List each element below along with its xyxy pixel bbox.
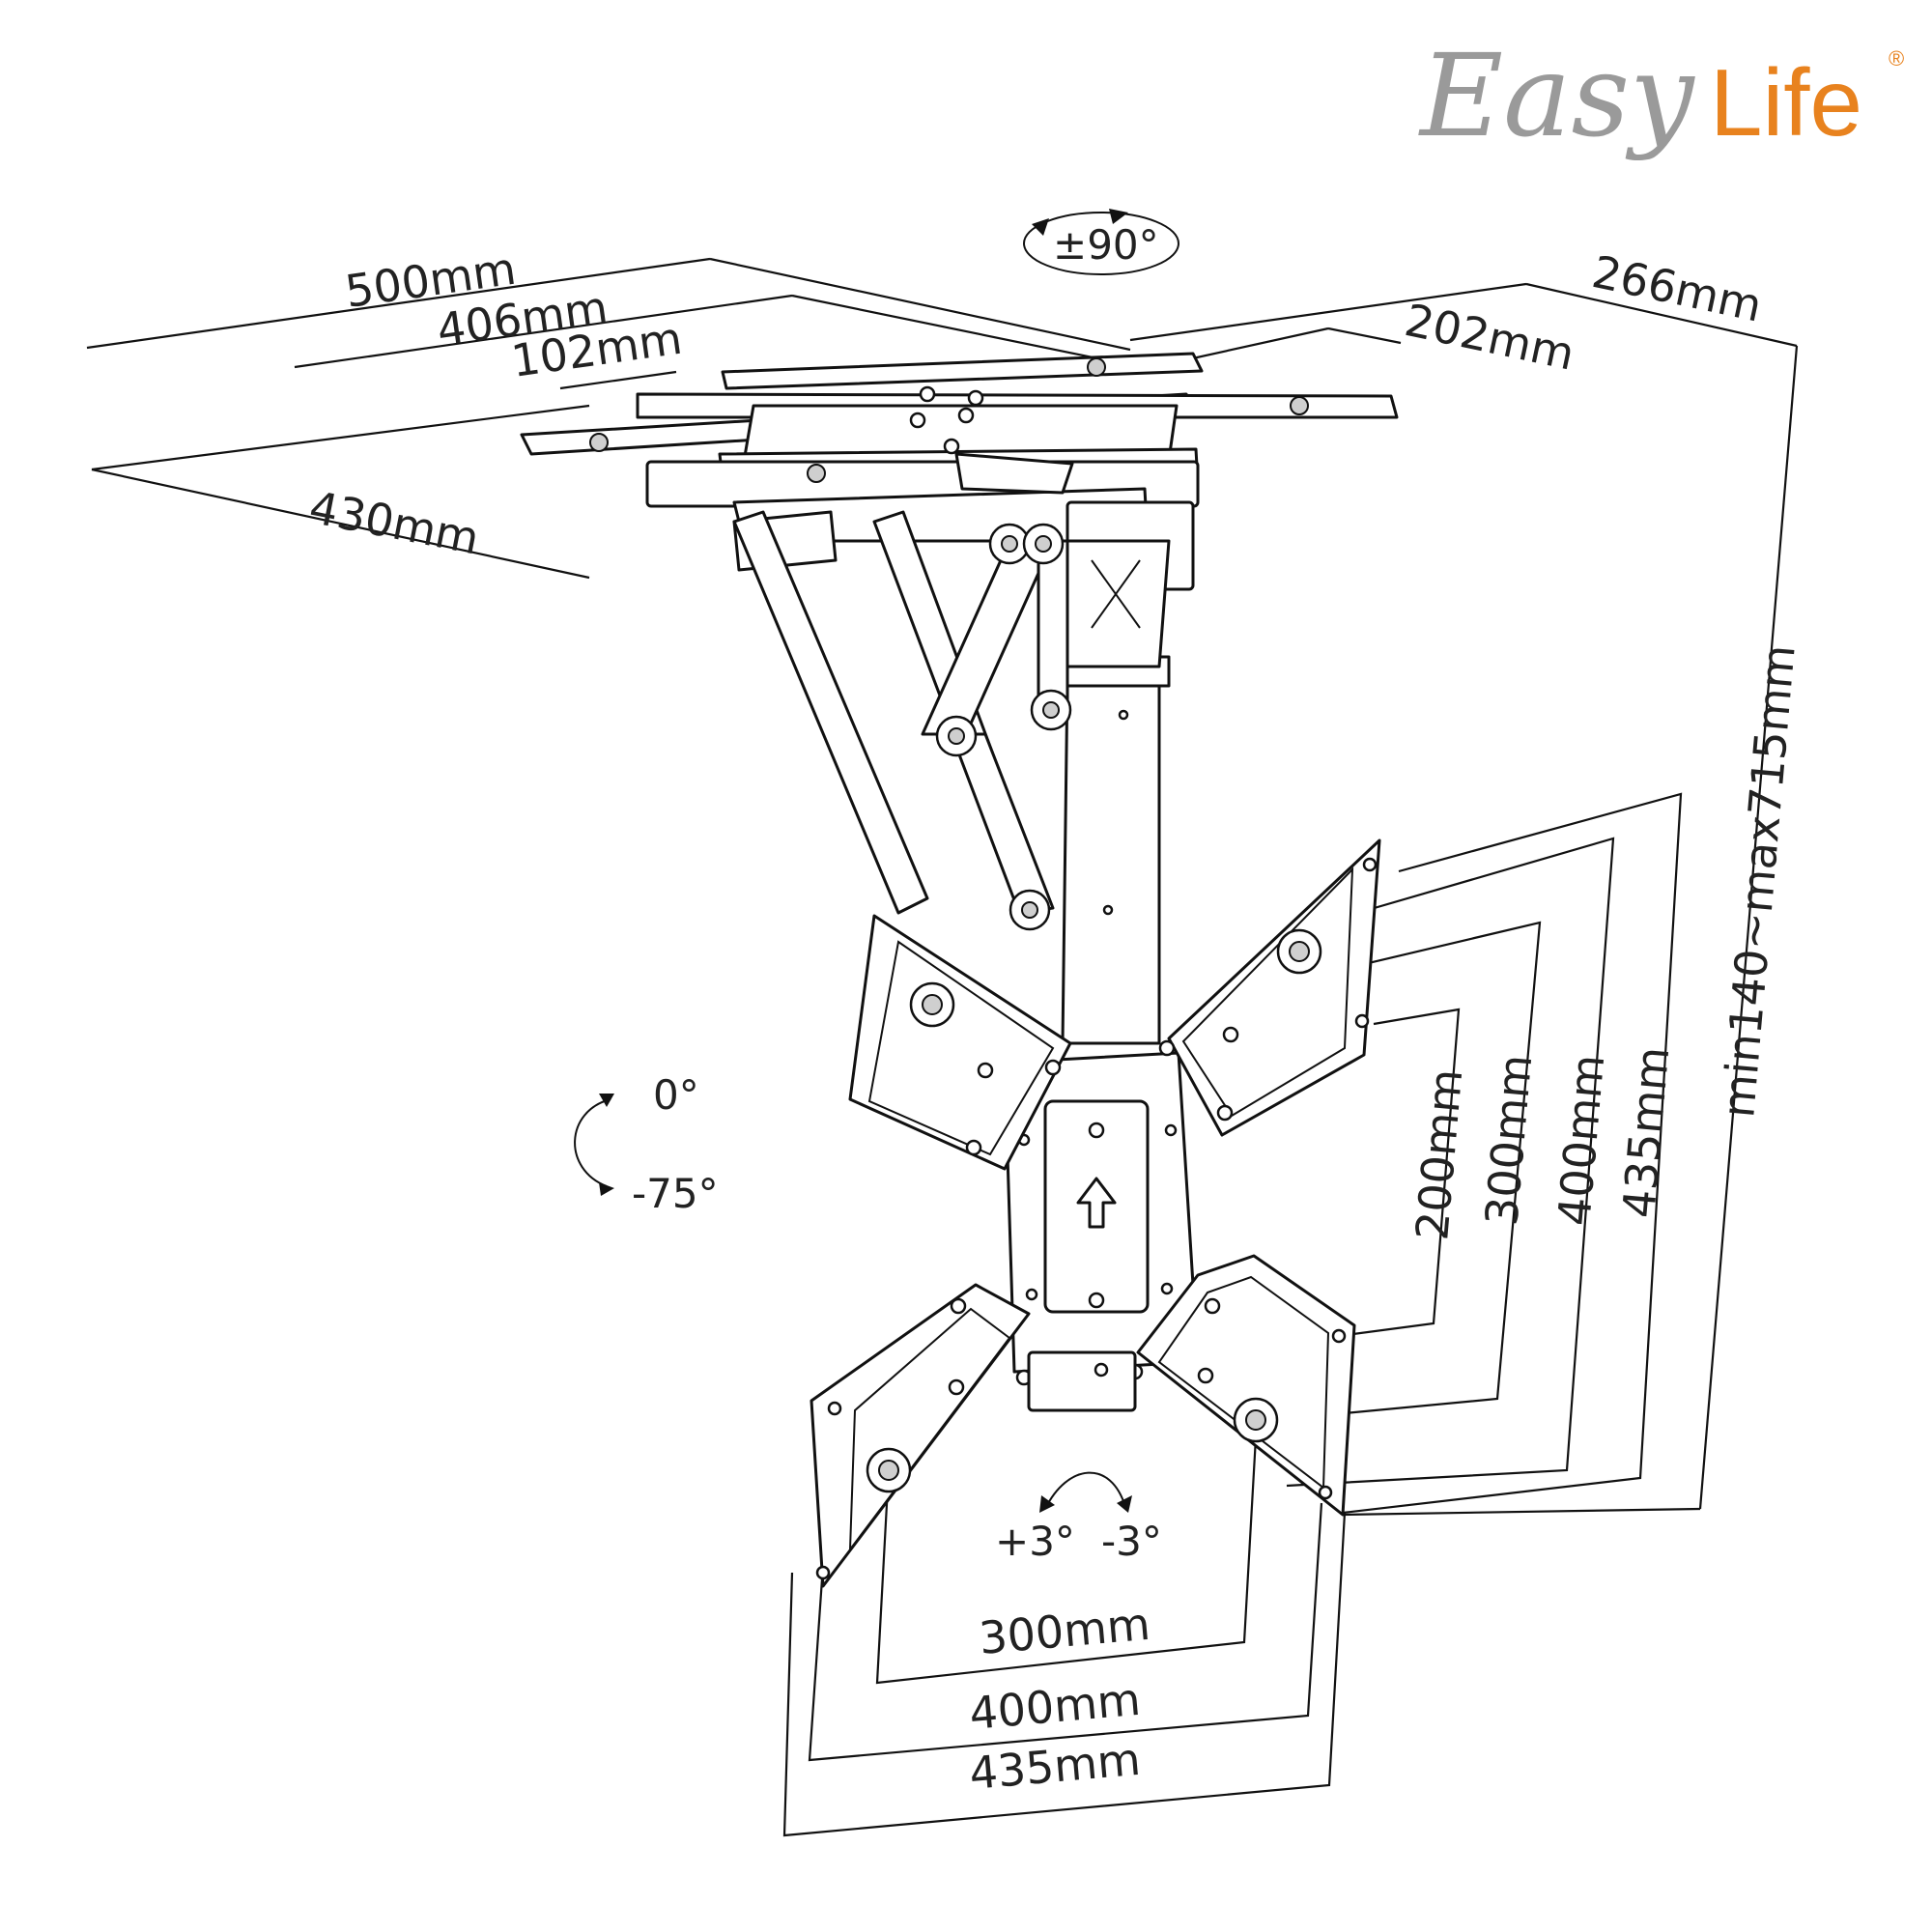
dim-vesa-v-300: 300mm bbox=[1475, 1053, 1542, 1228]
swivel-arrowhead-icon-2 bbox=[1109, 209, 1128, 224]
swivel-angle-label: ±90° bbox=[1053, 221, 1159, 269]
tilt-arrowhead-bottom-icon bbox=[599, 1182, 614, 1196]
vesa-horizontal-dimensions bbox=[782, 1436, 1347, 1837]
level-angle-left-label: +3° bbox=[995, 1518, 1075, 1565]
brand-logo-life: Life bbox=[1710, 49, 1862, 156]
level-arrowhead-right-icon bbox=[1117, 1495, 1132, 1513]
swivel-arrow-icon bbox=[1023, 212, 1179, 275]
ceiling-plate bbox=[520, 352, 1399, 591]
tilt-arrow-icon bbox=[574, 1098, 611, 1187]
tilt-angle-bottom-label: -75° bbox=[632, 1170, 719, 1217]
level-rotation-indicator: +3° -3° bbox=[995, 1471, 1162, 1565]
dim-depth-202: 202mm bbox=[1401, 294, 1579, 381]
level-arrow-icon bbox=[1044, 1471, 1126, 1510]
dim-drop-range: min140~max715mm bbox=[1712, 642, 1805, 1120]
scissor-arm-assembly bbox=[732, 510, 1171, 1045]
vesa-plate bbox=[810, 838, 1381, 1588]
brand-logo-registered: ® bbox=[1889, 46, 1904, 71]
swivel-rotation-indicator: ±90° bbox=[1023, 209, 1179, 275]
dim-vesa-v-435: 435mm bbox=[1612, 1045, 1679, 1220]
top-dimension-lines bbox=[86, 257, 1798, 580]
vesa-vertical-dimensions bbox=[1272, 792, 1683, 1515]
swivel-arrowhead-icon bbox=[1032, 218, 1049, 236]
level-arrowhead-left-icon bbox=[1039, 1495, 1055, 1513]
brand-logo: Easy Life ® bbox=[1418, 29, 1904, 162]
dim-depth-430: 430mm bbox=[305, 481, 483, 565]
level-angle-right-label: -3° bbox=[1101, 1518, 1162, 1565]
tilt-arrowhead-top-icon bbox=[599, 1094, 614, 1107]
dim-vesa-v-400: 400mm bbox=[1548, 1053, 1614, 1228]
up-arrow-icon bbox=[1076, 1177, 1117, 1229]
tilt-angle-top-label: 0° bbox=[653, 1071, 699, 1119]
dim-vesa-h-400: 400mm bbox=[967, 1673, 1142, 1740]
tilt-rotation-indicator: 0° -75° bbox=[574, 1071, 719, 1217]
dim-vesa-v-200: 200mm bbox=[1406, 1067, 1472, 1242]
drop-range-dimension bbox=[1342, 345, 1799, 1517]
brand-logo-easy: Easy bbox=[1418, 29, 1695, 162]
